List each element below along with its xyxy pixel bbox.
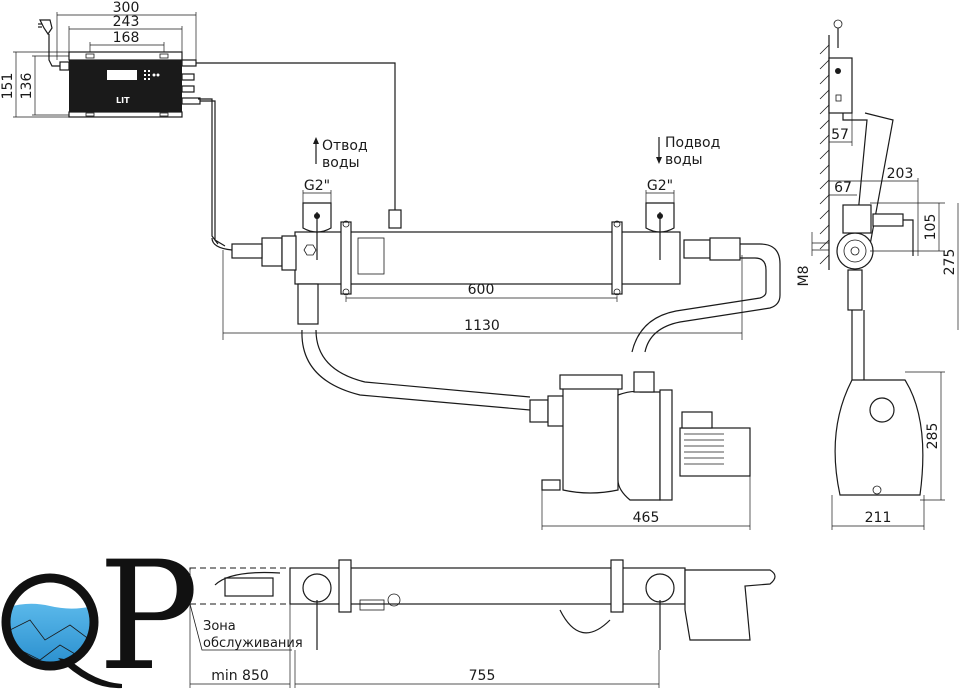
dim-211: 211	[865, 510, 892, 526]
chamber-label-plate	[357, 237, 385, 275]
dim-min-850: min 850	[211, 668, 269, 684]
mount-slot	[159, 53, 169, 59]
dim-151: 151	[0, 73, 16, 100]
outlet-thread: G2"	[304, 178, 330, 194]
clamp-left	[340, 221, 352, 295]
service-zone-label: Зона	[203, 619, 236, 634]
connector	[181, 73, 195, 81]
outlet-label: Отвод	[322, 138, 368, 154]
pump-flange	[659, 389, 673, 501]
mount-slot	[85, 112, 95, 117]
logo-letter-p: P	[98, 530, 199, 690]
controller-bottom-plate	[68, 111, 183, 118]
chamber-dimensions: 600 1130	[222, 250, 743, 340]
dim-67: 67	[834, 180, 852, 196]
flow-labels: Отвод воды Подвод воды G2" G2"	[302, 135, 720, 203]
top-view: Зона обслуживания min 850 755	[189, 559, 776, 688]
dim-1130: 1130	[464, 318, 500, 334]
connector	[181, 85, 195, 93]
top-inlet-fitting	[645, 573, 675, 603]
connector	[181, 97, 201, 105]
bottom-union	[297, 283, 319, 325]
inlet-label: Подвод	[665, 135, 720, 151]
power-cable	[48, 34, 60, 67]
logo-q-tail	[58, 658, 122, 689]
mount-slot	[159, 112, 169, 117]
side-pump-body	[834, 379, 924, 496]
dim-275: 275	[942, 249, 958, 276]
pump: 465	[529, 371, 751, 530]
controller-unit: LIT	[38, 19, 396, 247]
dim-203: 203	[887, 166, 914, 182]
inlet-thread: G2"	[647, 178, 673, 194]
power-connector	[59, 61, 70, 71]
dim-600: 600	[468, 282, 495, 298]
connector	[181, 59, 197, 67]
drain-plug-icon	[303, 244, 317, 256]
side-view: 57 203 67 105 275 M8 285 211	[796, 19, 959, 530]
dim-465: 465	[633, 510, 660, 526]
dim-300: 300	[113, 0, 140, 16]
dim-285: 285	[925, 423, 941, 450]
dim-105: 105	[923, 214, 939, 241]
wall-hatching	[819, 44, 830, 265]
pump-strainer	[562, 384, 619, 494]
drain-valve	[541, 479, 561, 491]
dim-168: 168	[113, 30, 140, 46]
qp-logo: P QP	[1, 530, 199, 690]
inlet-union	[683, 239, 711, 259]
dim-57: 57	[831, 127, 849, 143]
top-pump	[684, 569, 776, 641]
controller-dimensions: 300 243 168 151 136	[0, 0, 197, 118]
side-chamber-section	[836, 232, 874, 270]
sensor-cable	[196, 62, 396, 210]
dim-243: 243	[113, 14, 140, 30]
lamp-cable-2	[198, 98, 219, 245]
controller-display	[107, 70, 137, 80]
top-outlet-fitting	[302, 573, 332, 603]
uv-chamber	[211, 202, 741, 325]
pump-outlet	[633, 371, 655, 393]
side-controller	[828, 57, 853, 114]
uv-sensor	[388, 209, 402, 229]
side-plug-icon	[833, 19, 843, 29]
pump-volute	[617, 390, 661, 501]
controller-keypad-icon	[144, 70, 160, 80]
hoses	[301, 243, 781, 411]
inlet-label-2: воды	[665, 152, 703, 168]
controller-brand-logo: LIT	[116, 96, 130, 105]
power-plug-icon	[39, 19, 53, 36]
controller-body	[69, 60, 182, 112]
dim-136: 136	[19, 73, 35, 100]
top-lamp-cap	[224, 577, 274, 597]
strainer-lid	[559, 374, 623, 390]
dim-m8: M8	[796, 266, 812, 287]
dim-755: 755	[469, 668, 496, 684]
lamp-cap	[261, 237, 283, 267]
mount-slot	[85, 53, 95, 59]
pump-inlet-union	[529, 399, 549, 423]
terminal-box	[681, 411, 713, 429]
outlet-label-2: воды	[322, 155, 360, 171]
lamp-cable	[200, 100, 226, 247]
service-zone-label-2: обслуживания	[203, 636, 303, 651]
logo-letter-q	[1, 573, 99, 671]
clamp-right	[611, 221, 623, 295]
